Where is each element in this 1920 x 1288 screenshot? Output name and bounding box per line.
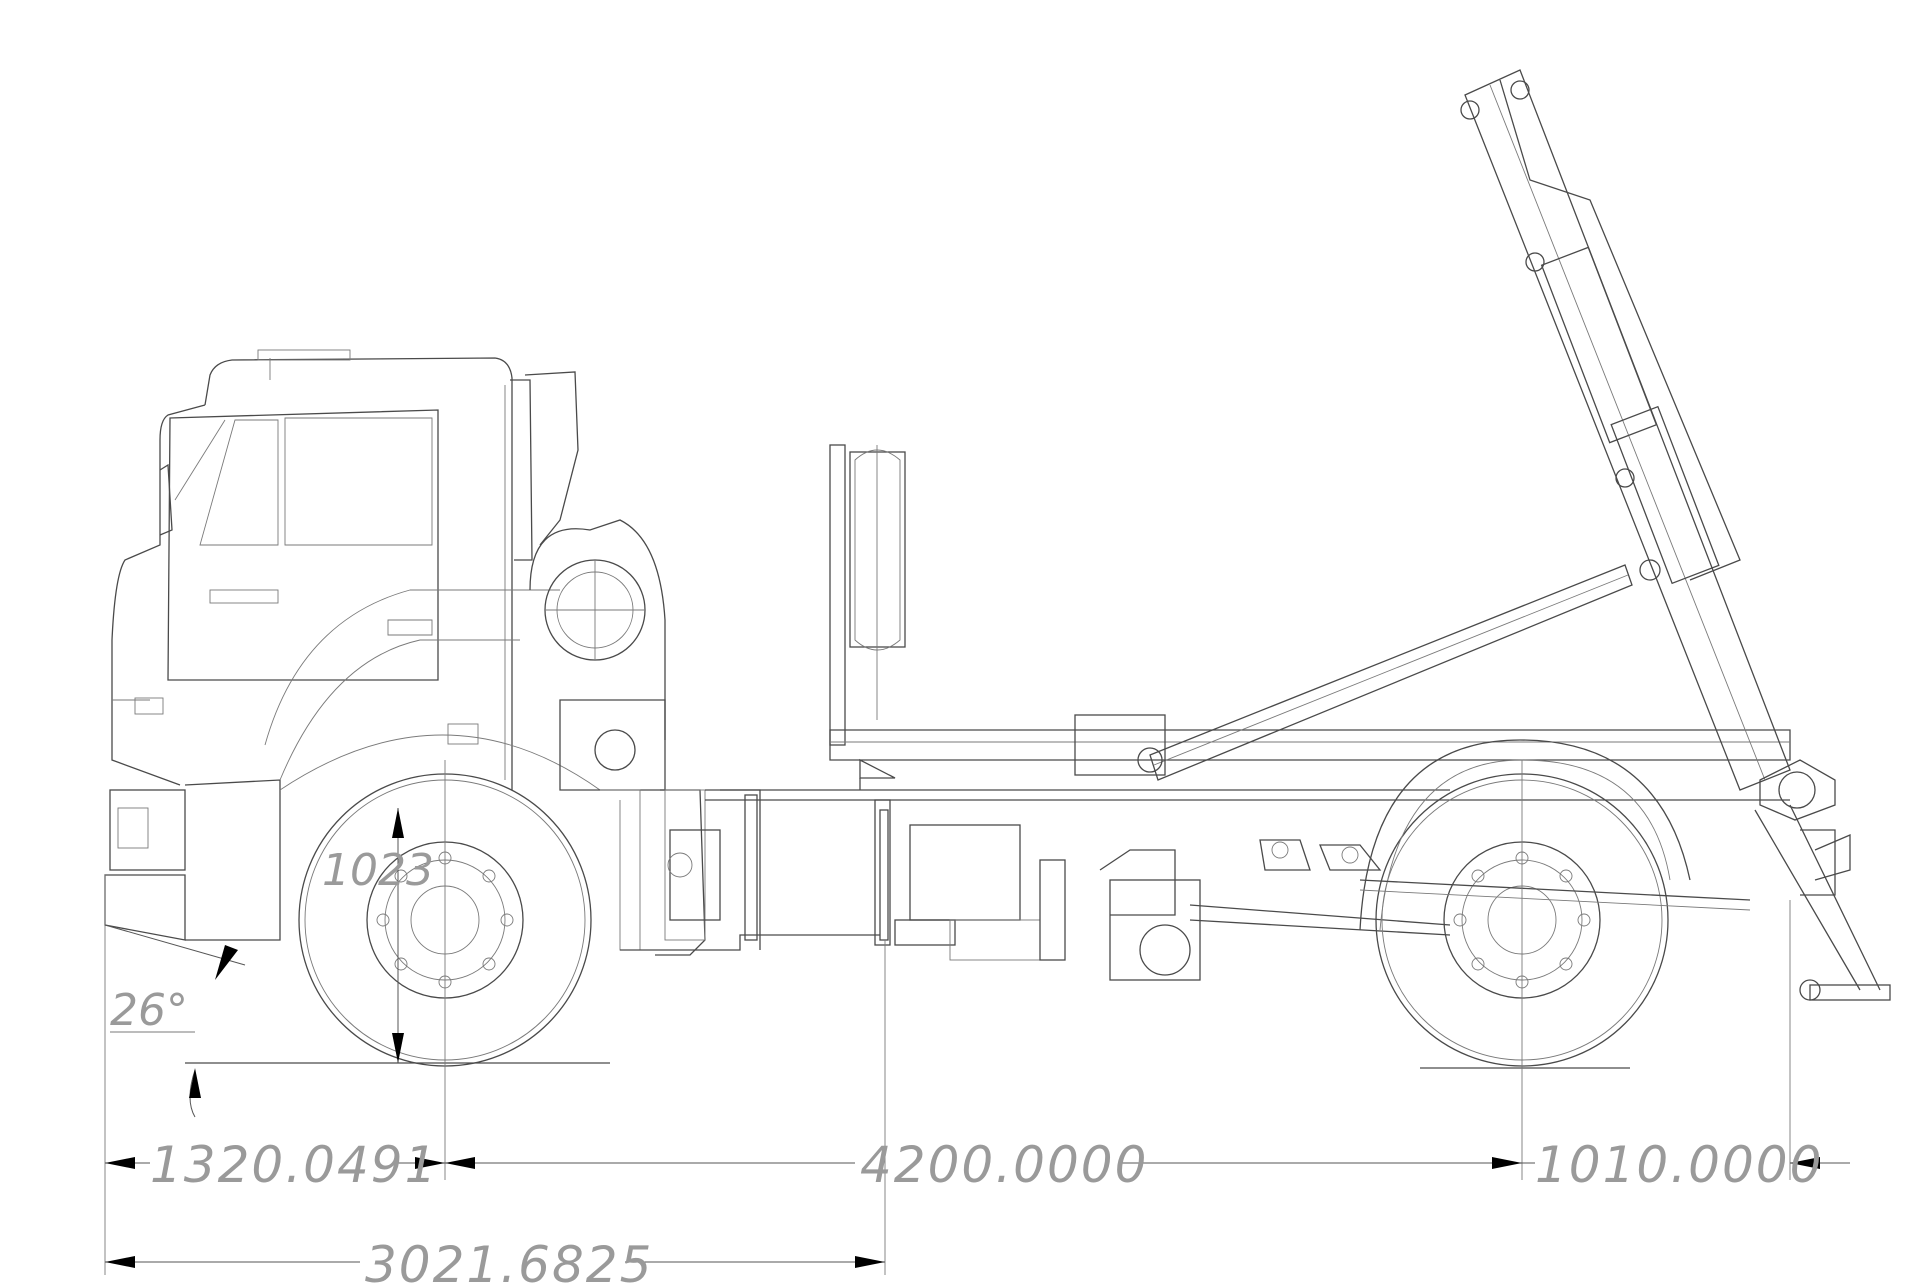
skip-loader-arms (1074, 69, 1891, 1001)
cab (111, 349, 579, 790)
front-bumper (104, 589, 560, 941)
midsection-equipment (894, 824, 1451, 981)
engine-area (529, 519, 880, 956)
spare-wheel (829, 444, 1791, 761)
rear-wheel (1359, 739, 1751, 1069)
dim-front-to-frame: 3021.6825 (365, 1236, 653, 1288)
chassis-frame (705, 758, 1790, 946)
dim-ground-clearance: 1023 (322, 845, 434, 896)
dimension-lines (104, 760, 1850, 1275)
dim-front-overhang: 1320.0491 (150, 1136, 438, 1194)
dim-wheelbase: 4200.0000 (860, 1136, 1148, 1194)
dim-rear-overhang: 1010.0000 (1535, 1136, 1823, 1194)
dim-approach-angle: 26° (110, 985, 188, 1036)
